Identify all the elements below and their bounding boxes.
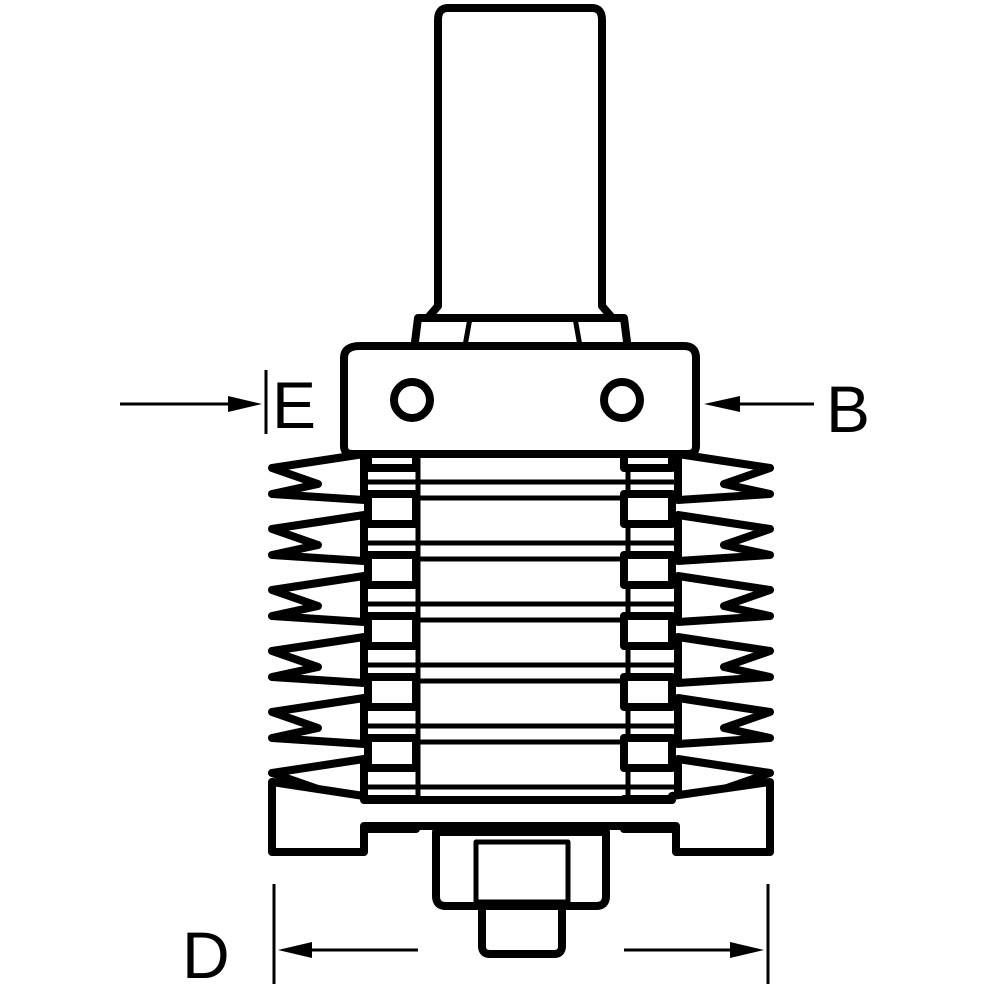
cutter-plate xyxy=(361,479,681,501)
right-cutter-tooth xyxy=(674,694,774,748)
cutter-plate xyxy=(361,662,681,684)
left-cutter-tooth xyxy=(268,511,368,565)
left-cutter-tooth xyxy=(268,633,368,687)
dimension-d-left-arrowhead xyxy=(278,942,312,958)
cutter-plate xyxy=(361,601,681,623)
shank xyxy=(422,4,618,324)
clamp-hole-right xyxy=(600,378,644,422)
right-spacer xyxy=(620,612,676,650)
left-spacer xyxy=(364,490,420,528)
dimension-d-label: D xyxy=(182,918,230,992)
dimension-e-label: E xyxy=(272,368,316,442)
left-spacer xyxy=(364,551,420,589)
right-cutter-tooth xyxy=(674,572,774,626)
right-spacer xyxy=(620,450,676,472)
left-cutter-tooth xyxy=(268,572,368,626)
left-cutter-tooth xyxy=(268,450,368,504)
right-cutter-tooth xyxy=(674,633,774,687)
dimension-b-label: B xyxy=(826,372,870,446)
left-spacer xyxy=(364,612,420,650)
dimension-e-arrowhead xyxy=(228,396,262,412)
right-cutter-tooth xyxy=(674,450,774,504)
bearing-bolt xyxy=(478,902,566,958)
cutter-plate xyxy=(361,540,681,562)
cutter-plate xyxy=(361,723,681,745)
right-spacer xyxy=(620,673,676,711)
right-spacer xyxy=(620,551,676,589)
right-spacer xyxy=(620,734,676,772)
dimension-b-arrowhead xyxy=(704,396,740,412)
bottom-plate xyxy=(268,778,774,856)
cutter-stack xyxy=(268,450,774,833)
bearing-nut-inner xyxy=(473,839,571,905)
dimension-d-right-arrowhead xyxy=(730,942,764,958)
left-spacer xyxy=(364,734,420,772)
clamp-hole-left xyxy=(390,378,434,422)
left-spacer xyxy=(364,450,420,472)
right-cutter-tooth xyxy=(674,511,774,565)
cutter-core xyxy=(415,451,631,803)
left-spacer xyxy=(364,673,420,711)
right-spacer xyxy=(620,490,676,528)
left-cutter-tooth xyxy=(268,694,368,748)
